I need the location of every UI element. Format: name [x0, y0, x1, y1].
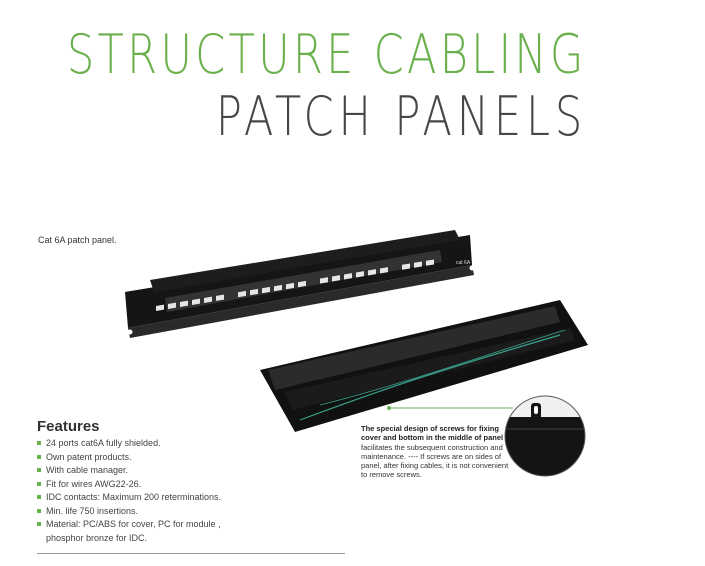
- bullet-icon: [37, 468, 41, 472]
- title-line-2: PATCH PANELS: [215, 85, 587, 148]
- feature-item: With cable manager.: [37, 464, 337, 478]
- bullet-icon: [37, 481, 41, 486]
- callout-bold-text: The special design of screws for fixing …: [361, 424, 504, 443]
- feature-item: Min. life 750 insertions.: [37, 505, 337, 519]
- bullet-icon: [37, 441, 41, 445]
- bullet-icon: [37, 454, 41, 459]
- callout-body-text: facilitates the subsequent construction …: [361, 442, 509, 480]
- features-title: Features: [37, 418, 100, 435]
- feature-item: Fit for wires AWG22-26.: [37, 478, 337, 492]
- callout-text: The special design of screws for fixing …: [361, 424, 509, 480]
- features-list: 24 ports cat6A fully shielded. Own paten…: [37, 437, 337, 545]
- feature-item: IDC contacts: Maximum 200 reterminations…: [37, 491, 337, 505]
- feature-item: Own patent products.: [37, 451, 337, 465]
- panel-badge: cat 6A: [456, 260, 471, 266]
- feature-item: Material: PC/ABS for cover, PC for modul…: [37, 518, 337, 532]
- product-label: Cat 6A patch panel.: [38, 235, 117, 245]
- feature-item-continuation: phosphor bronze for IDC.: [46, 532, 148, 543]
- title-line-1: STRUCTURE CABLING: [67, 23, 587, 86]
- back-patch-panel: [260, 300, 588, 432]
- patch-panel-photo: cat 6A: [125, 230, 588, 432]
- bottom-divider: [37, 553, 345, 554]
- callout-connector: [387, 406, 513, 410]
- bullet-icon: [37, 522, 41, 526]
- front-patch-panel: cat 6A: [125, 230, 475, 338]
- screw-zoom-detail: [504, 395, 586, 477]
- bullet-icon: [37, 508, 41, 513]
- bullet-icon: [37, 495, 41, 499]
- feature-item: 24 ports cat6A fully shielded.: [37, 437, 337, 451]
